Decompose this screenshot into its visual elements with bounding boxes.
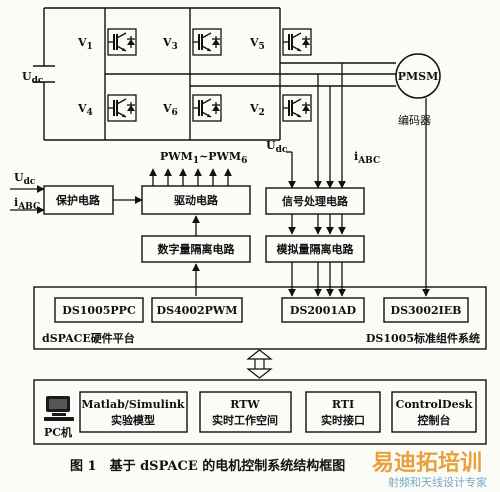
rti-line1: RTI bbox=[332, 398, 354, 411]
pc-label: PC机 bbox=[44, 425, 72, 439]
matlab-simulink-box bbox=[79, 391, 188, 433]
ds1005ppc-card bbox=[54, 297, 144, 323]
watermark-tagline: 射频和天线设计专家 bbox=[388, 475, 487, 489]
watermark-logo: 易迪拓培训 bbox=[372, 450, 482, 476]
matlab-line2: 实验模型 bbox=[111, 413, 155, 427]
block-connectors bbox=[192, 214, 346, 297]
inverter-circuit bbox=[33, 7, 396, 141]
switch-label-v6: V6 bbox=[162, 102, 178, 118]
switch-label-v1: V1 bbox=[77, 36, 93, 52]
bidirectional-link-icon bbox=[246, 349, 273, 379]
pc-frame bbox=[33, 379, 487, 445]
drive-circuit-block bbox=[141, 185, 251, 215]
analog-isolation-block bbox=[265, 235, 365, 263]
ds1005-system-label: DS1005标准组件系统 bbox=[366, 331, 480, 345]
ds3002ieb-label: DS3002IEB bbox=[391, 304, 462, 317]
rtw-box bbox=[199, 391, 292, 433]
switch-label-v5: V5 bbox=[249, 36, 265, 52]
ds2001ad-label: DS2001AD bbox=[290, 304, 357, 317]
ds1005ppc-label: DS1005PPC bbox=[62, 304, 136, 317]
dspace-platform-frame bbox=[33, 286, 487, 350]
switch-label-v3: V3 bbox=[162, 36, 178, 52]
ds4002pwm-card bbox=[151, 297, 243, 323]
sensing-lines bbox=[286, 63, 346, 189]
rti-box bbox=[305, 391, 381, 433]
switch-label-v4: V4 bbox=[77, 102, 93, 118]
encoder-label: 编码器 bbox=[398, 113, 431, 127]
rtw-line1: RTW bbox=[230, 398, 260, 411]
rtw-line2: 实时工作空间 bbox=[212, 413, 278, 427]
matlab-line1: Matlab/Simulink bbox=[81, 398, 185, 411]
ds2001ad-card bbox=[281, 297, 365, 323]
controldesk-box bbox=[391, 391, 477, 433]
udc-sense-label: Udc bbox=[266, 139, 288, 155]
controldesk-line2: 控制台 bbox=[418, 413, 451, 427]
protection-circuit-label: 保护电路 bbox=[55, 193, 101, 207]
dc-voltage-label: Udc bbox=[22, 70, 44, 86]
dspace-platform-label: dSPACE硬件平台 bbox=[42, 331, 135, 345]
analog-isolation-label: 模拟量隔离电路 bbox=[277, 242, 355, 256]
rti-line2: 实时接口 bbox=[321, 413, 365, 427]
iabc-sense-label: iABC bbox=[354, 150, 380, 166]
signal-processing-block bbox=[265, 187, 365, 215]
pc-computer-icon bbox=[44, 396, 74, 421]
pmsm-motor-icon bbox=[395, 53, 441, 99]
ds4002pwm-label: DS4002PWM bbox=[157, 304, 238, 317]
signal-processing-label: 信号处理电路 bbox=[282, 194, 349, 208]
switch-label-v2: V2 bbox=[249, 102, 265, 118]
motor-label: PMSM bbox=[398, 70, 439, 83]
protect-iabc-label: iABC bbox=[14, 196, 40, 212]
protection-circuit-block bbox=[43, 185, 114, 215]
controldesk-line1: ControlDesk bbox=[396, 398, 473, 411]
digital-isolation-label: 数字量隔离电路 bbox=[158, 242, 236, 256]
protect-udc-label: Udc bbox=[14, 171, 36, 187]
drive-circuit-label: 驱动电路 bbox=[174, 193, 219, 207]
ds3002ieb-card bbox=[383, 297, 469, 323]
pwm-label: PWM1~PWM6 bbox=[160, 150, 247, 166]
pwm-output-arrows bbox=[149, 168, 232, 186]
figure-caption: 图 1 基于 dSPACE 的电机控制系统结构框图 bbox=[70, 458, 345, 474]
